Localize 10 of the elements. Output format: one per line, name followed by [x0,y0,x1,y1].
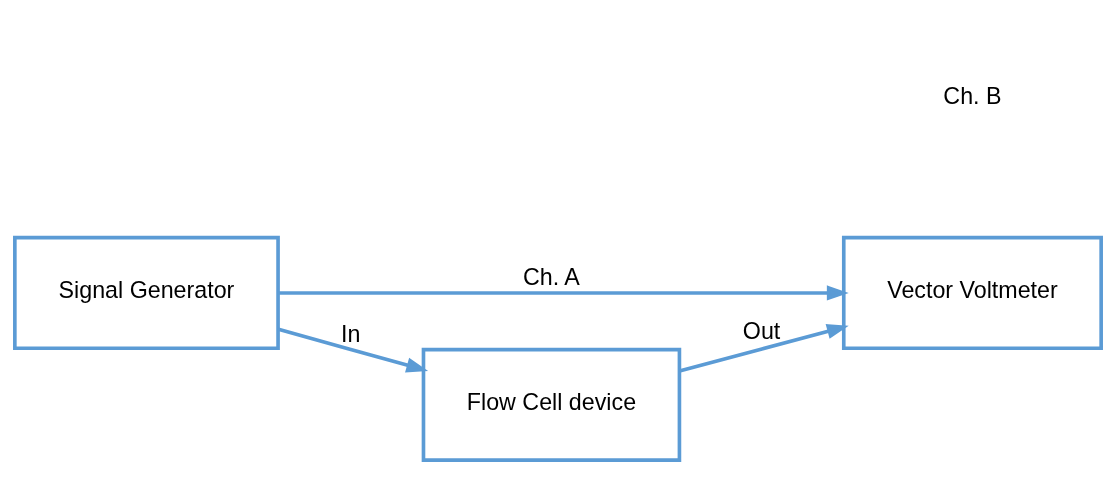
arrow [277,327,429,372]
arrow [679,323,849,373]
edge-label: Ch. A [523,263,580,290]
edge-label: Out [742,317,781,344]
node-box: Vector Voltmeter [841,235,1103,350]
node-box: Signal Generator [13,235,280,350]
arrow [278,284,849,301]
edge-label: In [341,320,361,347]
label: Ch. B [943,82,1002,109]
node-box: Flow Cell device [421,347,682,462]
